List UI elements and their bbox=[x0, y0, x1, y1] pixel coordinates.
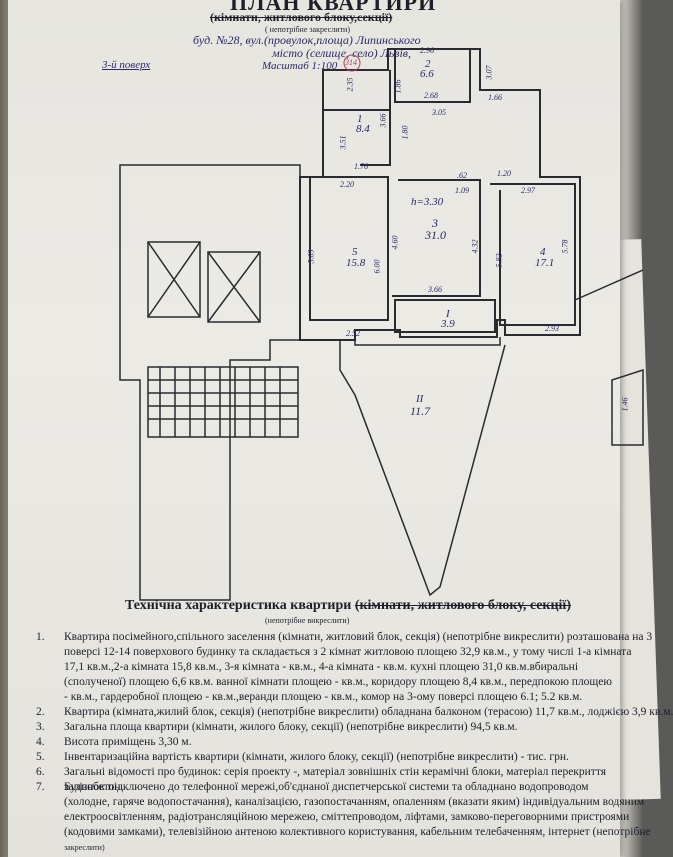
dim-label: 2.93 bbox=[545, 324, 559, 333]
spec-item-4: 4. Висота приміщень 3,30 м. bbox=[36, 735, 192, 750]
dim-label: 2.52 bbox=[346, 329, 360, 338]
room-5-id: 5 bbox=[352, 246, 358, 258]
spec-line: закреслити) bbox=[64, 843, 105, 852]
spec-line: 17,1 кв.м.,2-а кімната 15,8 кв.м., 3-я к… bbox=[64, 661, 579, 673]
spec-line: (холодне, гаряче водопостачання), каналі… bbox=[64, 796, 645, 808]
room-II-area: 11.7 bbox=[410, 404, 431, 418]
room-4-area: 17.1 bbox=[535, 257, 555, 269]
room-I-area: 3.9 bbox=[441, 318, 455, 330]
dim-label: 3.07 bbox=[484, 65, 494, 80]
dim-label: 5.82 bbox=[494, 253, 504, 268]
dim-label: 1.46 bbox=[620, 397, 630, 412]
title-strike-line: (кімнати, житлового блоку,секції) bbox=[210, 10, 393, 24]
room-4-id: 4 bbox=[540, 246, 546, 258]
spec-item-3: 3. Загальна площа квартири (кімнати, жило… bbox=[36, 720, 518, 735]
specs-title-plain: Технічна характеристика квартири bbox=[125, 598, 352, 613]
dim-label: 2.35 bbox=[345, 77, 355, 92]
floor-label: 3-й поверх bbox=[102, 59, 151, 71]
spec-number: 5. bbox=[36, 751, 45, 763]
dim-label: 3.05 bbox=[432, 108, 446, 117]
dim-label: 1.09 bbox=[455, 186, 469, 195]
dim-label: 6.00 bbox=[372, 259, 382, 274]
spec-line: електроосвітленням, радіотрансляційною м… bbox=[64, 811, 630, 823]
specs-title-note: (непотрібне викреслити) bbox=[265, 616, 350, 625]
room-1-area: 8.4 bbox=[356, 123, 370, 135]
spec-line: поверсі 12-14 поверхового будинку та скл… bbox=[64, 646, 632, 658]
title-strike-note: ( непотрібне закреслити) bbox=[265, 25, 351, 34]
dim-label: 2.97 bbox=[521, 186, 535, 195]
dim-label: 5.03 bbox=[306, 249, 316, 264]
spec-item-6: 6. Загальні відомості про будинок: серія … bbox=[36, 765, 606, 795]
scale-label: Масштаб 1:100 bbox=[262, 60, 338, 72]
dim-label: 1.76 bbox=[354, 162, 368, 171]
spec-item-2: 2. Квартира (кімната,жилий блок, секція) … bbox=[36, 705, 673, 720]
spec-line: Квартира (кімната,жилий блок, секція) (н… bbox=[64, 706, 673, 718]
spec-number: 7. bbox=[36, 781, 45, 793]
spec-line: Загальні відомості про будинок: серія пр… bbox=[64, 766, 606, 778]
page-title: ПЛАН КВАРТИРИ bbox=[230, 0, 437, 15]
spec-item-7: 7. Будинок підключено до телефонної мереж… bbox=[36, 780, 651, 855]
document-sheet bbox=[8, 0, 620, 857]
height-label: h=3.30 bbox=[411, 196, 444, 208]
dim-label: 2.68 bbox=[424, 91, 438, 100]
specs-title-strike: (кімнати, житлового блоку, секції) bbox=[354, 598, 571, 613]
spec-number: 2. bbox=[36, 706, 45, 718]
dim-label: 3.51 bbox=[338, 135, 348, 150]
spec-line: - кв.м., гардеробної площею - кв.м.,вера… bbox=[64, 691, 583, 703]
room-I-id: I bbox=[446, 308, 450, 320]
spec-line: Загальна площа квартири (кімнати, жилого… bbox=[64, 721, 518, 733]
specs-title: Технічна характеристика квартири (кімнат… bbox=[125, 598, 571, 614]
spec-line: Висота приміщень 3,30 м. bbox=[64, 736, 192, 748]
dim-label: 4.60 bbox=[390, 235, 400, 250]
address-line-2: місто (селище, село) Львів, bbox=[272, 46, 412, 60]
dim-label: .62 bbox=[457, 171, 467, 180]
dim-label: 4.32 bbox=[470, 239, 480, 254]
spec-line: Інвентаризаційна вартість квартири (кімн… bbox=[64, 751, 569, 763]
spec-line: (сполученої) площею 6,6 кв.м. ванної кім… bbox=[64, 676, 612, 688]
dim-label: 3.66 bbox=[378, 113, 388, 128]
room-3-area: 31.0 bbox=[425, 228, 446, 242]
stamp-number: 314 bbox=[345, 58, 357, 67]
spec-number: 3. bbox=[36, 721, 45, 733]
dim-label: 2.20 bbox=[340, 180, 354, 189]
dim-label: 1.66 bbox=[488, 93, 502, 102]
dim-label: 2.96 bbox=[420, 46, 434, 55]
dim-label: 1.80 bbox=[400, 125, 410, 140]
room-2-id: 2 bbox=[425, 58, 431, 70]
spec-line: Квартира посімейного,спільного заселення… bbox=[64, 631, 653, 643]
spec-line: залізобетон. bbox=[64, 781, 124, 793]
spec-number: 4. bbox=[36, 736, 45, 748]
room-II-id: II bbox=[416, 393, 424, 405]
dim-label: 1.86 bbox=[393, 79, 403, 94]
spec-number: 6. bbox=[36, 766, 45, 778]
dim-label: 1.20 bbox=[497, 169, 511, 178]
address-line-1: буд. №28, вул.(провулок,площа) Липинсько… bbox=[193, 33, 421, 47]
spec-number: 1. bbox=[36, 631, 45, 643]
room-2-area: 6.6 bbox=[420, 68, 434, 80]
spec-line: (кодовими замками), телевізійною антеною… bbox=[64, 826, 651, 838]
room-5-area: 15.8 bbox=[346, 257, 366, 269]
spec-item-5: 5. Інвентаризаційна вартість квартири (кі… bbox=[36, 750, 569, 765]
room-1-id: 1 bbox=[357, 113, 363, 125]
spec-line: Будинок підключено до телефонної мережі,… bbox=[64, 781, 589, 793]
room-3-id: 3 bbox=[432, 216, 438, 230]
spec-item-1: 1. Квартира посімейного,спільного заселен… bbox=[36, 630, 652, 705]
dim-label: 3.66 bbox=[428, 285, 442, 294]
dim-label: 5.78 bbox=[560, 239, 570, 254]
floor-plan-drawing bbox=[119, 48, 644, 601]
